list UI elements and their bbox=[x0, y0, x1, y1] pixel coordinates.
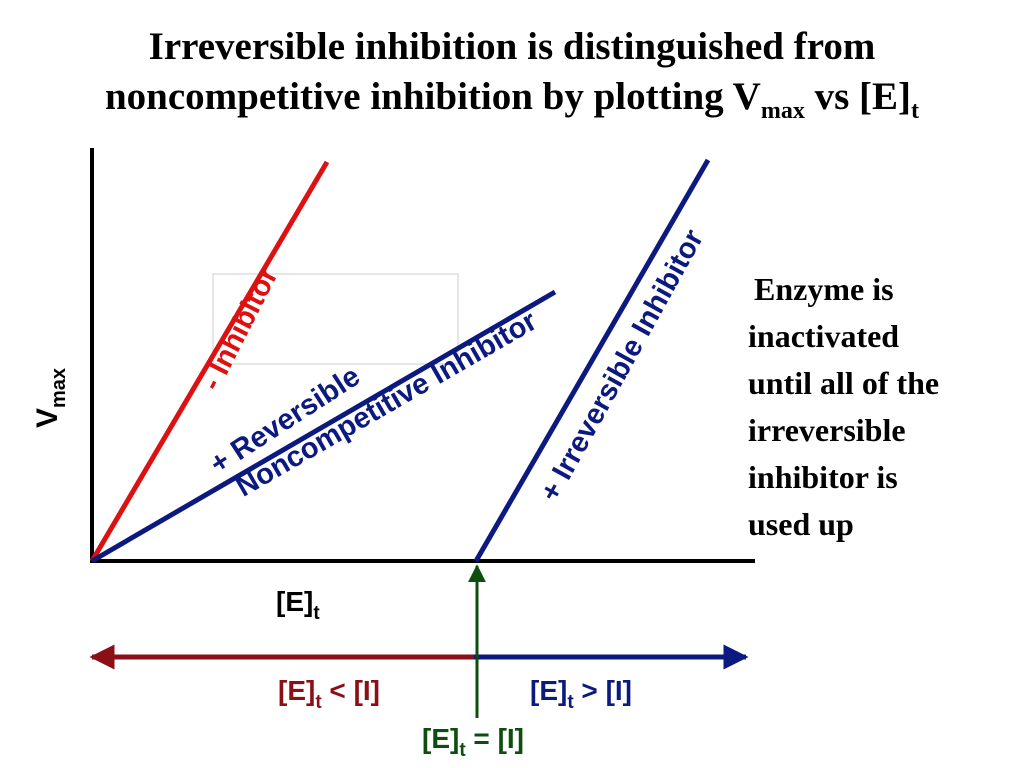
right-region-label: [E]t > [I] bbox=[530, 675, 632, 713]
irreversible-inhibitor-line bbox=[473, 158, 711, 563]
title-line-2-mid: vs [E] bbox=[804, 75, 912, 118]
title-et-subscript: t bbox=[911, 98, 920, 124]
irreversible-label: + Irreversible Inhibitor bbox=[534, 224, 710, 507]
equivalence-label: [E]t = [I] bbox=[422, 723, 524, 761]
note-line: irreversible bbox=[748, 412, 906, 448]
note-line: inhibitor is bbox=[748, 459, 898, 495]
title-line-2-prefix: noncompetitive inhibition by plotting V bbox=[104, 75, 761, 118]
note-line: until all of the bbox=[748, 365, 940, 401]
title-line-2: noncompetitive inhibition by plotting Vm… bbox=[0, 72, 1024, 124]
no-inhibitor-line bbox=[89, 160, 330, 563]
note-line: used up bbox=[748, 506, 854, 542]
placeholder-box bbox=[212, 273, 459, 365]
note-line: inactivated bbox=[748, 318, 900, 354]
reversible-label-line-2: Noncompetitive Inhibitor bbox=[231, 305, 543, 503]
no-inhibitor-label: - Inhibitor bbox=[195, 262, 284, 396]
x-axis-label: [E]t bbox=[276, 586, 320, 624]
page-title: Irreversible inhibition is distinguished… bbox=[0, 22, 1024, 124]
reversible-inhibitor-line bbox=[90, 289, 557, 564]
left-region-label: [E]t < [I] bbox=[278, 675, 380, 713]
explanation-note: Enzyme is inactivated until all of the i… bbox=[748, 266, 1018, 548]
y-axis-label: Vmax bbox=[31, 368, 70, 428]
title-vmax-subscript: max bbox=[760, 98, 805, 124]
title-line-1: Irreversible inhibition is distinguished… bbox=[148, 25, 876, 68]
note-line: Enzyme is bbox=[754, 271, 894, 307]
